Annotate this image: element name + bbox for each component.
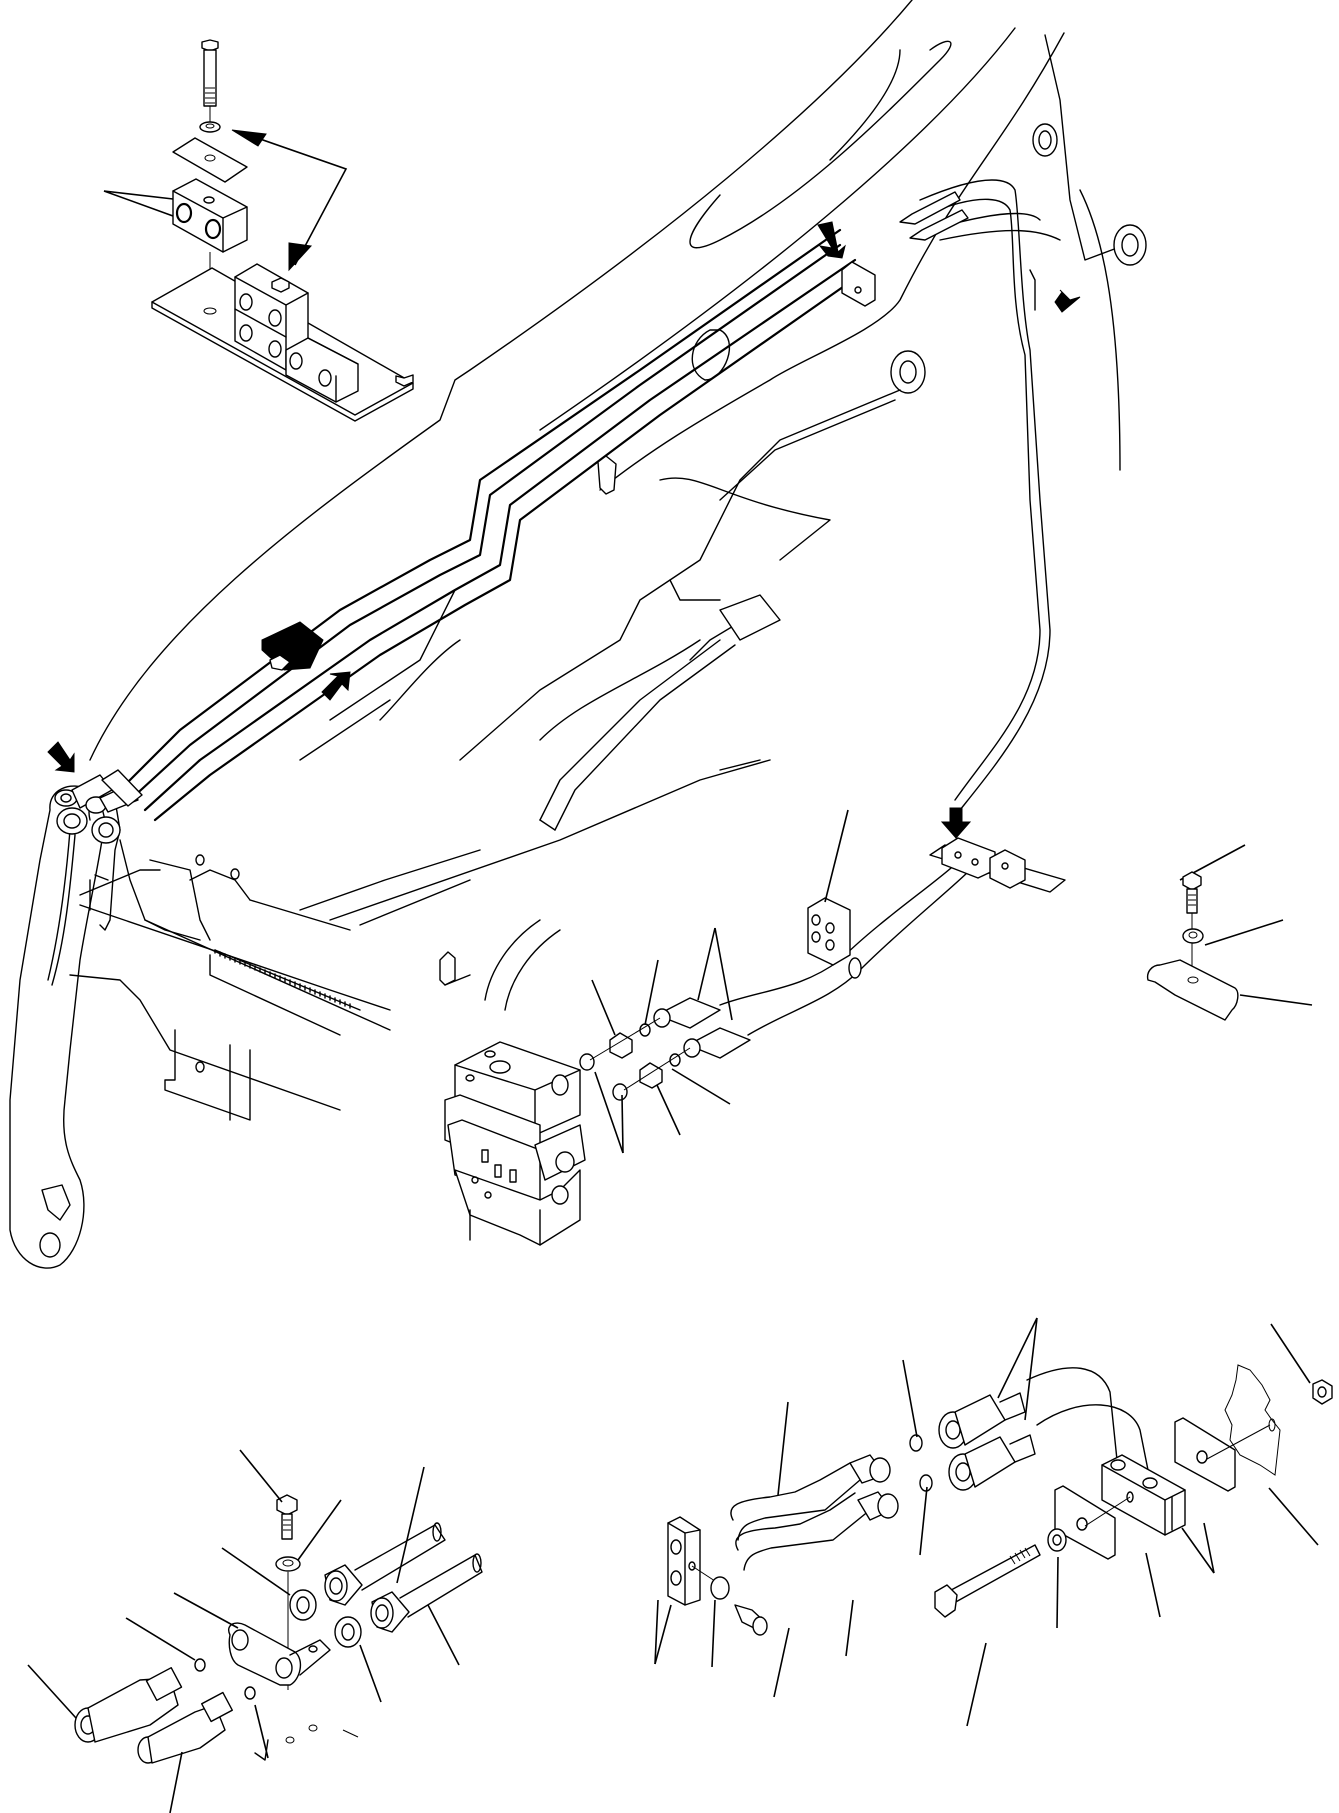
o-ring — [919, 1474, 933, 1492]
leader-lines — [103, 129, 348, 272]
arrow-icon — [940, 807, 972, 839]
hose-fitting — [370, 1553, 483, 1633]
nut — [289, 1589, 317, 1621]
hose-fitting — [324, 1522, 446, 1606]
pipe-clamp-bracket — [929, 837, 1066, 893]
clamp-block — [1101, 1454, 1186, 1536]
leader-lines-br — [654, 1317, 1319, 1727]
leader-lines-main — [591, 809, 1313, 1154]
long-bolt — [934, 1544, 1041, 1618]
hose-clamp-middle — [597, 455, 617, 495]
bracket — [228, 1622, 331, 1686]
clip-detail-right — [1146, 871, 1239, 1021]
hose-clamp-block — [807, 897, 851, 966]
hydraulic-lines — [54, 179, 1061, 822]
coupler-detail-bottom-left — [27, 1449, 483, 1813]
arrow-icon — [47, 741, 75, 773]
plate — [172, 137, 248, 183]
clamp-detail-bottom-right — [654, 1317, 1333, 1727]
control-valve — [444, 1041, 586, 1246]
arrow-icon — [817, 221, 846, 259]
washer — [710, 1576, 730, 1600]
hose-fitting — [938, 1392, 1026, 1449]
o-ring — [244, 1686, 256, 1700]
o-ring — [909, 1434, 923, 1452]
clamp-block — [172, 178, 248, 253]
arrow-icon — [1054, 289, 1081, 313]
main-assembly — [9, 0, 1313, 1269]
washer — [1047, 1528, 1067, 1552]
quick-coupler-female — [74, 1667, 183, 1743]
clamp-block — [667, 1516, 701, 1606]
washer — [275, 1556, 301, 1572]
plate — [1174, 1417, 1236, 1492]
washer — [1182, 928, 1204, 944]
pipes — [730, 1454, 899, 1571]
leader-lines-bl — [27, 1449, 460, 1813]
hose-fitting — [948, 1434, 1036, 1491]
chassis-frame — [69, 839, 561, 1121]
nut — [334, 1616, 362, 1648]
multi-clamp-stack — [234, 263, 359, 403]
clamp-detail-top-left — [103, 39, 414, 422]
valve-fittings — [579, 837, 1066, 1101]
boom — [89, 0, 1147, 921]
mounting-surface — [1224, 1364, 1281, 1476]
hose-clamp-top — [841, 261, 876, 307]
nut — [1312, 1379, 1333, 1405]
bolt — [276, 1494, 298, 1540]
arrow-icon — [321, 671, 351, 701]
lift-arm — [9, 785, 121, 1269]
washer — [199, 121, 221, 133]
quick-coupler-male — [137, 1691, 233, 1764]
quick-couplers-arm — [54, 769, 143, 814]
bolt — [734, 1604, 768, 1636]
bolt — [201, 39, 219, 130]
indicator-arrows — [47, 221, 1081, 839]
o-ring — [194, 1658, 206, 1672]
bolt — [1182, 871, 1202, 914]
clip — [1146, 959, 1239, 1021]
